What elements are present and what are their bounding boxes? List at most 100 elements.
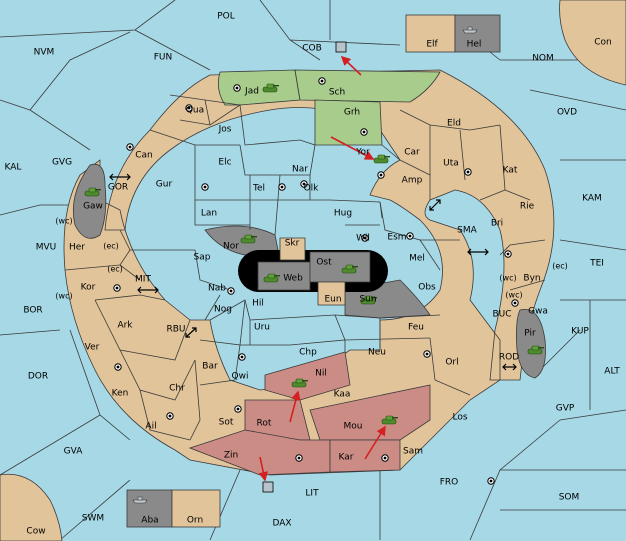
island-cow[interactable]: [0, 473, 63, 541]
label-nom: NOM: [532, 54, 554, 64]
label-ver: Ver: [85, 343, 100, 353]
label-bri: Bri: [491, 219, 503, 229]
island-aba-orn[interactable]: [126, 489, 221, 528]
label-gvg: GVG: [52, 158, 72, 168]
label-byn: Byn: [523, 274, 540, 284]
label-sap: Sap: [194, 253, 211, 263]
label-sun: Sun: [359, 295, 376, 305]
label-rod: ROD: [499, 353, 519, 363]
label-qwi: Qwi: [232, 372, 249, 382]
label-nvm: NVM: [34, 48, 55, 58]
label-nil: Nil: [315, 369, 327, 379]
label-alt: ALT: [604, 367, 620, 377]
label-orn: Orn: [187, 516, 203, 526]
label-mvu: MVU: [36, 243, 57, 253]
label-wil: Wil: [356, 234, 370, 244]
label-orl: Orl: [445, 358, 458, 368]
label-swm: SWM: [82, 514, 104, 524]
label-can: Can: [135, 151, 153, 161]
units: [84, 26, 545, 504]
province-borders: [64, 94, 546, 441]
label-chr: Chr: [169, 384, 185, 394]
territory-ost[interactable]: [309, 251, 371, 283]
island-con[interactable]: [559, 0, 626, 86]
label-jos: Jos: [218, 125, 232, 135]
label-lit: LIT: [305, 489, 319, 499]
label-chp: Chp: [299, 348, 317, 358]
label-wc2: (wc): [499, 274, 516, 283]
label-uru: Uru: [254, 323, 270, 333]
label-wc4: (wc): [505, 291, 522, 300]
label-bor: BOR: [23, 306, 42, 316]
label-pol: POL: [217, 12, 235, 22]
label-ail: Ail: [145, 422, 156, 432]
canal-arrows: [109, 173, 517, 371]
label-zin: Zin: [224, 451, 238, 461]
label-rbu: RBU: [166, 325, 185, 335]
label-lan: Lan: [201, 209, 217, 219]
label-mou: Mou: [344, 422, 363, 432]
label-hil: Hil: [252, 299, 264, 309]
label-feu: Feu: [408, 323, 424, 333]
move-arrows: [258, 55, 386, 482]
label-ec2: (ec): [552, 262, 568, 271]
territory-gaw[interactable]: [72, 163, 107, 239]
label-buc: BUC: [492, 310, 511, 320]
label-dor: DOR: [28, 372, 48, 382]
label-ost: Ost: [316, 258, 332, 268]
label-eld: Eld: [447, 119, 461, 129]
label-jad: Jad: [244, 87, 259, 97]
label-pir: Pir: [524, 329, 536, 339]
territory-eun[interactable]: [317, 281, 346, 306]
label-ark: Ark: [117, 321, 133, 331]
island-elf-hel[interactable]: [405, 14, 501, 53]
territory-pir[interactable]: [516, 308, 546, 379]
label-elc: Elc: [218, 158, 231, 168]
territory-skr[interactable]: [279, 237, 306, 261]
label-bar: Bar: [202, 362, 218, 372]
label-kar: Kar: [339, 453, 354, 463]
label-aba: Aba: [141, 516, 158, 526]
label-wc3: (wc): [55, 292, 72, 301]
label-qua: Qua: [186, 106, 204, 116]
label-esm: Esm: [387, 233, 406, 243]
label-amp: Amp: [402, 176, 423, 186]
label-obs: Obs: [418, 283, 436, 293]
territory-nil[interactable]: [264, 351, 351, 401]
label-her: Her: [69, 243, 85, 253]
label-web: Web: [283, 274, 303, 284]
label-kaa: Kaa: [334, 390, 351, 400]
label-kal: KAL: [5, 163, 22, 173]
label-ken: Ken: [112, 389, 129, 399]
territory-jad[interactable]: [217, 69, 301, 106]
label-con: Con: [594, 38, 612, 48]
label-eun: Eun: [324, 295, 341, 305]
label-tel: Tel: [252, 184, 265, 194]
label-ec1: (ec): [103, 242, 119, 251]
label-gwa: Gwa: [528, 307, 548, 317]
label-sch: Sch: [329, 88, 345, 98]
label-neu: Neu: [368, 348, 386, 358]
map-labels: POL NVM FUN COB NOM Con Elf Hel OVD KAL …: [5, 12, 621, 537]
label-sot: Sot: [219, 418, 234, 428]
label-gvp: GVP: [556, 404, 575, 414]
territory-sch[interactable]: [294, 69, 441, 103]
label-sam: Sam: [403, 447, 423, 457]
label-kup: KUP: [571, 327, 589, 337]
label-uta: Uta: [443, 159, 459, 169]
label-nor: Nor: [223, 242, 239, 252]
label-los: Los: [452, 413, 467, 423]
label-kor: Kor: [81, 283, 96, 293]
territory-mou[interactable]: [309, 384, 431, 441]
label-mel: Mel: [409, 254, 425, 264]
label-skr: Skr: [285, 239, 300, 249]
label-elf: Elf: [426, 40, 438, 50]
label-yor: Yor: [355, 148, 370, 158]
label-rot: Rot: [257, 419, 272, 429]
label-nab: Nab: [208, 284, 226, 294]
label-sma: SMA: [457, 226, 477, 236]
territory-web[interactable]: [257, 261, 311, 291]
label-som: SOM: [559, 493, 580, 503]
